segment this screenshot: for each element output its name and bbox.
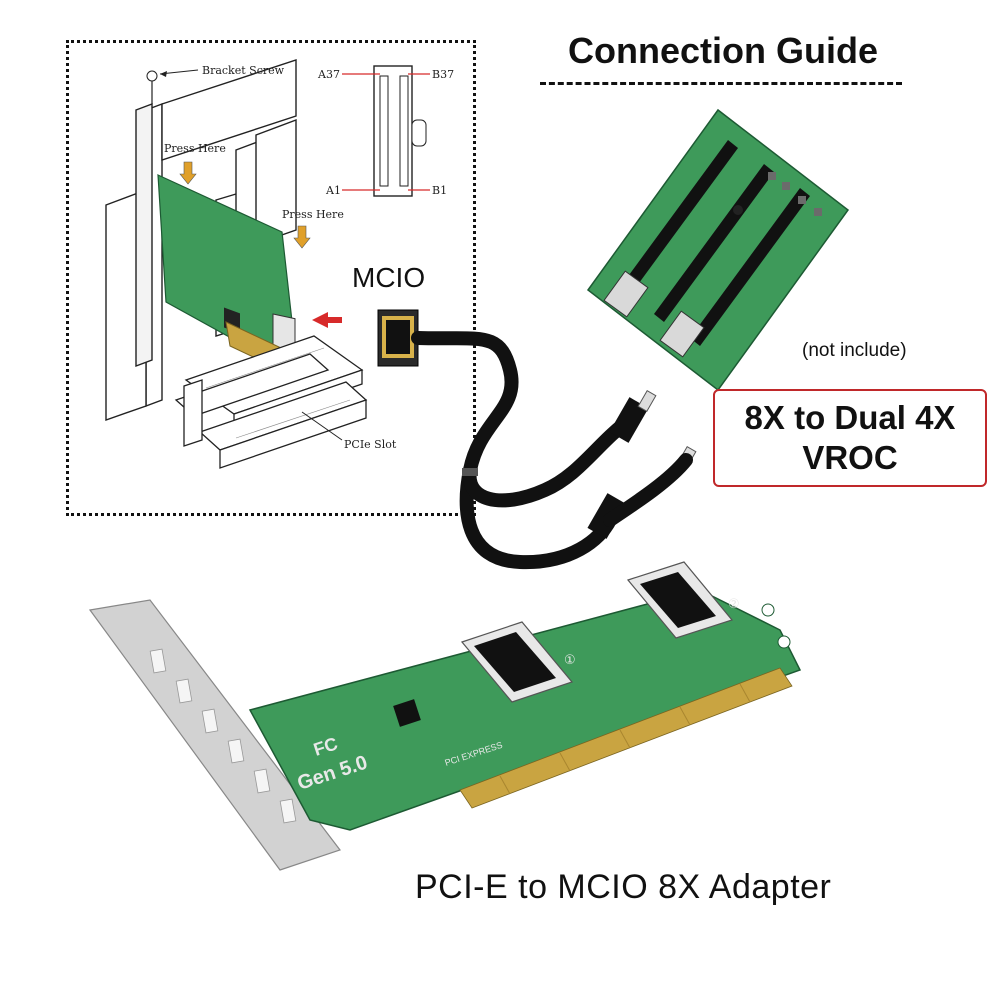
pin-b37-label: B37 — [432, 68, 454, 81]
vroc-mode-box: 8X to Dual 4X VROC — [713, 389, 987, 487]
press-here-label-2: Press Here — [282, 208, 344, 221]
pin-b1-label: B1 — [432, 184, 447, 197]
title-underline — [540, 82, 902, 85]
press-here-label-1: Press Here — [164, 142, 226, 155]
riser-board-image — [586, 108, 850, 390]
port-2-marking: ② — [728, 597, 740, 612]
vroc-mode-line-1: 8X to Dual 4X — [744, 399, 956, 437]
mcio-cable-image — [377, 309, 697, 570]
mcio-cable-label: MCIO — [352, 262, 426, 293]
pcie-slot-label: PCIe Slot — [344, 438, 397, 451]
vroc-mode-line-2: VROC — [802, 439, 898, 476]
adapter-card-image: Gen 5.0 FC ① ② PCI EXPRESS — [88, 561, 802, 871]
pin-a37-label: A37 — [317, 68, 340, 81]
product-caption: PCI-E to MCIO 8X Adapter — [415, 868, 832, 906]
not-included-note: (not include) — [802, 340, 907, 361]
bracket-screw-label: Bracket Screw — [202, 64, 285, 77]
port-1-marking: ① — [564, 653, 576, 668]
installation-diagram: Bracket Screw Press Here Press Here PCIe… — [105, 59, 454, 469]
installation-diagram-frame — [66, 40, 476, 516]
pin-a1-label: A1 — [325, 184, 341, 197]
connection-guide-title: Connection Guide — [568, 30, 878, 71]
